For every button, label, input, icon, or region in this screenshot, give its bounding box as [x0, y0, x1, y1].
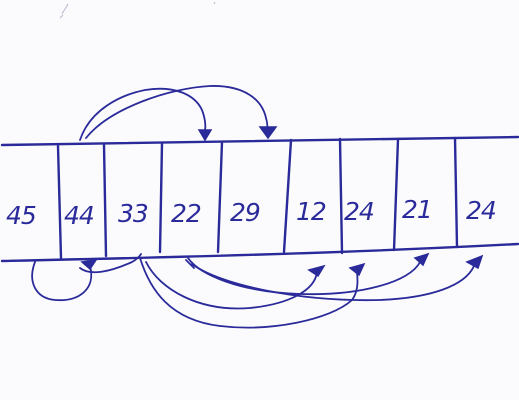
cell-divider: [158, 141, 164, 254]
cell-value: 22: [171, 199, 201, 228]
cell-divider: [282, 138, 293, 254]
cell-value: 44: [64, 201, 94, 230]
cell-value: 29: [230, 198, 260, 227]
bottom-arrow: [187, 257, 421, 296]
cell-value: 24: [466, 196, 496, 225]
bottom-arrow: [139, 257, 359, 329]
bottom-arrow: [31, 261, 93, 301]
top-arrow: [85, 85, 269, 139]
arrowhead: [413, 252, 430, 267]
cell-divider: [56, 144, 63, 260]
cell-value: 12: [296, 197, 326, 226]
pen-smudge: [59, 3, 69, 19]
cell-value: 21: [402, 195, 432, 224]
arrowhead: [348, 262, 366, 277]
cell-divider: [338, 137, 344, 255]
cell-divider: [453, 136, 459, 249]
top-arrow: [79, 87, 207, 141]
arrowhead: [465, 254, 484, 270]
cell-divider: [216, 140, 224, 254]
arrowhead: [307, 264, 326, 278]
array-top-border: [0, 135, 519, 147]
arrowhead: [197, 129, 213, 142]
arrowhead: [258, 126, 278, 140]
arrowhead: [80, 259, 98, 271]
bottom-arrow: [79, 253, 142, 274]
pen-dot: [213, 1, 216, 5]
tick-mark: [185, 259, 195, 269]
array-bottom-border: [0, 242, 519, 263]
bottom-arrow: [145, 261, 318, 310]
cell-value: 24: [344, 197, 374, 226]
cell-value: 33: [118, 199, 148, 228]
cell-divider: [392, 137, 400, 252]
cell-divider: [102, 143, 108, 258]
cell-value: 45: [6, 201, 36, 230]
bottom-arrow: [191, 263, 475, 302]
